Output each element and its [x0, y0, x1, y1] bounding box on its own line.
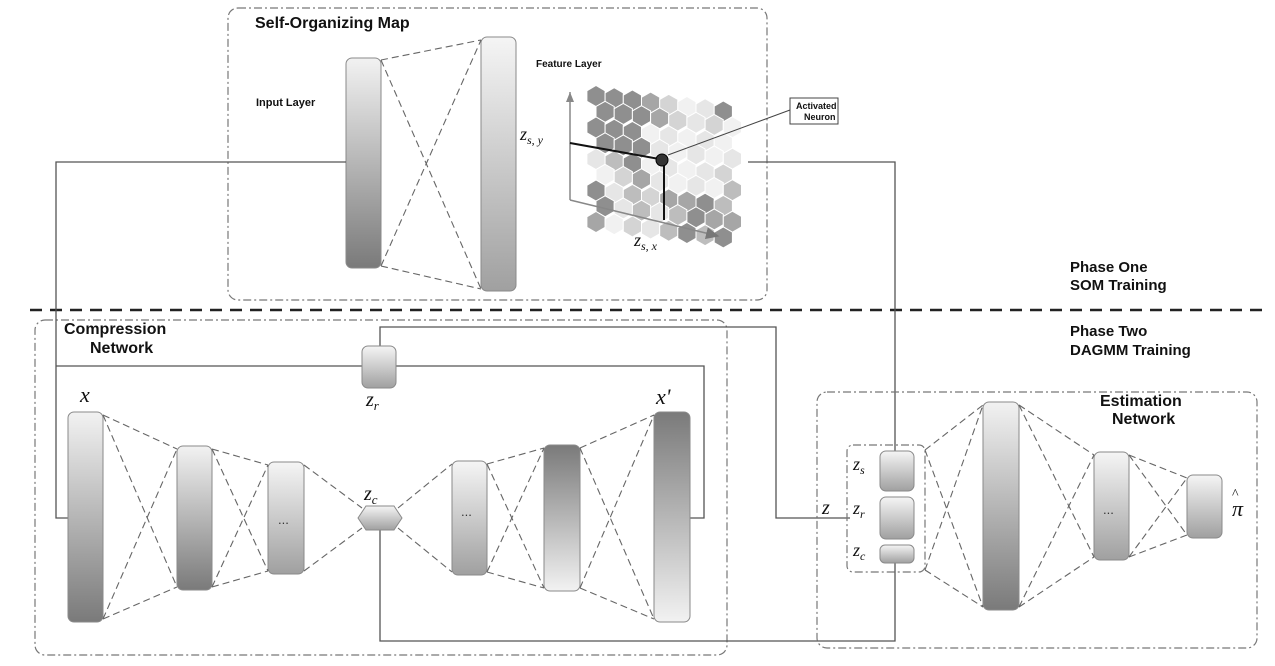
som-box: [227, 7, 768, 301]
zc-est-label: zc: [852, 540, 866, 563]
som-connections: [380, 39, 482, 290]
zs-node: [879, 450, 915, 492]
som-input-layer: [345, 57, 382, 269]
som-title: Self-Organizing Map: [255, 15, 410, 32]
pi-hat: ^: [1232, 487, 1239, 502]
compression-title-1: Compression: [64, 321, 166, 338]
phase-one-sub: SOM Training: [1070, 277, 1167, 294]
som-hexagon: [695, 224, 715, 247]
axis-x-label: zs, x: [633, 230, 658, 253]
compression-title-2: Network: [90, 340, 153, 357]
activated-neuron-label-1: Activated: [796, 101, 837, 111]
activated-neuron-box: [789, 97, 839, 125]
estimation-layer-1: [982, 401, 1020, 611]
zc-bottleneck: [357, 505, 403, 531]
phase-two-sub: DAGMM Training: [1070, 342, 1191, 359]
som-axes: [566, 92, 720, 239]
compression-box: [34, 319, 728, 656]
decoder-layer-3: [653, 411, 691, 623]
decoder-layer-2: [543, 444, 581, 592]
connection-lines: [55, 161, 896, 642]
axis-y-label: zs, y: [519, 124, 544, 147]
estimation-layer-2: [1093, 451, 1130, 561]
zr-node: [361, 345, 397, 389]
decoder-layer-1: [451, 460, 488, 576]
estimation-z-label: z: [821, 497, 830, 519]
encoder-ellipsis: ...: [278, 512, 289, 527]
z-concat-box: [846, 444, 926, 573]
zr-est-label: zr: [852, 498, 865, 521]
phase-two-label: Phase Two: [1070, 323, 1147, 340]
encoder-layer-3: [267, 461, 305, 575]
estimation-ellipsis: ...: [1103, 502, 1114, 517]
zc-est-node: [879, 544, 915, 564]
input-x-label: x: [79, 382, 90, 407]
estimation-box: [816, 391, 1258, 649]
estimation-connections: [924, 404, 1188, 608]
som-hexagon: [713, 226, 733, 249]
encoder-layer-1: [67, 411, 104, 623]
zs-label: zs: [852, 454, 865, 477]
som-feature-layer: [480, 36, 517, 292]
som-hexagon-grid: [586, 84, 742, 249]
activated-neuron-label-2: Neuron: [804, 112, 836, 122]
som-hexagon: [604, 213, 624, 236]
som-hexagon: [677, 221, 697, 245]
estimation-title-2: Network: [1112, 411, 1175, 428]
decoder-ellipsis: ...: [461, 504, 472, 519]
phase-one-label: Phase One: [1070, 259, 1148, 276]
autoencoder-connections: [102, 414, 655, 620]
feature-layer-label: Feature Layer: [536, 59, 602, 70]
activated-neuron-dot: [655, 153, 669, 167]
zr-est-node: [879, 496, 915, 540]
pi-output-node: [1186, 474, 1223, 539]
output-x-label: x': [655, 384, 671, 409]
som-hexagon: [586, 210, 606, 234]
estimation-title-1: Estimation: [1100, 393, 1182, 410]
input-layer-label: Input Layer: [256, 97, 316, 109]
zc-label: zc: [363, 483, 378, 507]
pi-label: π: [1232, 496, 1244, 521]
encoder-layer-2: [176, 445, 213, 591]
zr-label: zr: [365, 389, 380, 413]
